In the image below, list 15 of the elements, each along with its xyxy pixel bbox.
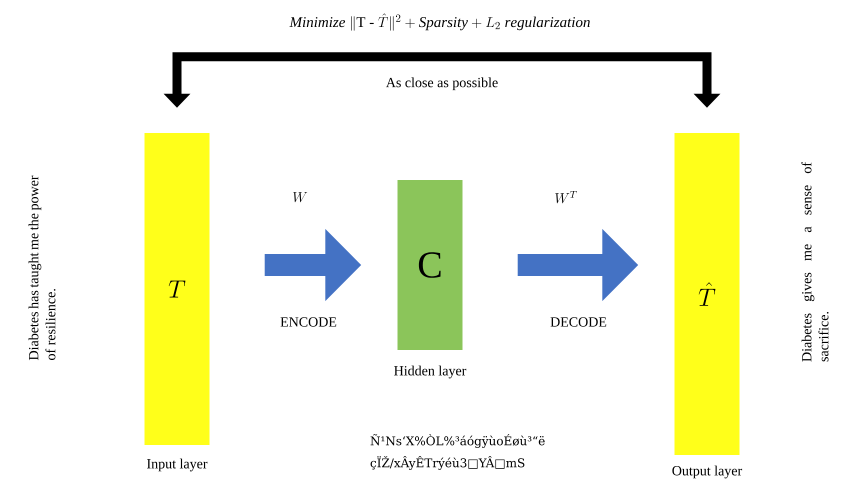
layer-bar: $\hat{T}$: [674, 133, 740, 455]
weight-label: $W^T$: [555, 191, 577, 204]
layer-label: Input layer: [147, 458, 208, 472]
edge-label: As close as possible: [386, 77, 498, 90]
rotated-note: Diabetes has taught me the power of resilience.: [28, 176, 56, 360]
edge-label: DECODE: [550, 317, 606, 327]
layer-label: Hidden layer: [394, 366, 466, 378]
layer-bar: C: [398, 180, 462, 350]
rotated-note: Diabetes gives me a sense of sacrifice.: [801, 162, 829, 362]
layer-label: Output layer: [672, 466, 742, 478]
layer-bar: $T$: [144, 133, 210, 445]
formula-title: $\mathit{Minimize}\ \|\mathrm{T}\ \text{-}\ \hat{T}\|^2+\mathit{Sparsity}+L_2\ \mathit{regularization}$: [289, 13, 590, 31]
garbled-text: Ñ¹Ns‘X%ÒL%³áógÿùoÉøù³“ë çÏŽ/xÂyÊTrýéù3□YÂ□mS: [370, 434, 545, 470]
weight-label: $W$: [293, 192, 308, 202]
edge-label: ENCODE: [280, 317, 336, 327]
